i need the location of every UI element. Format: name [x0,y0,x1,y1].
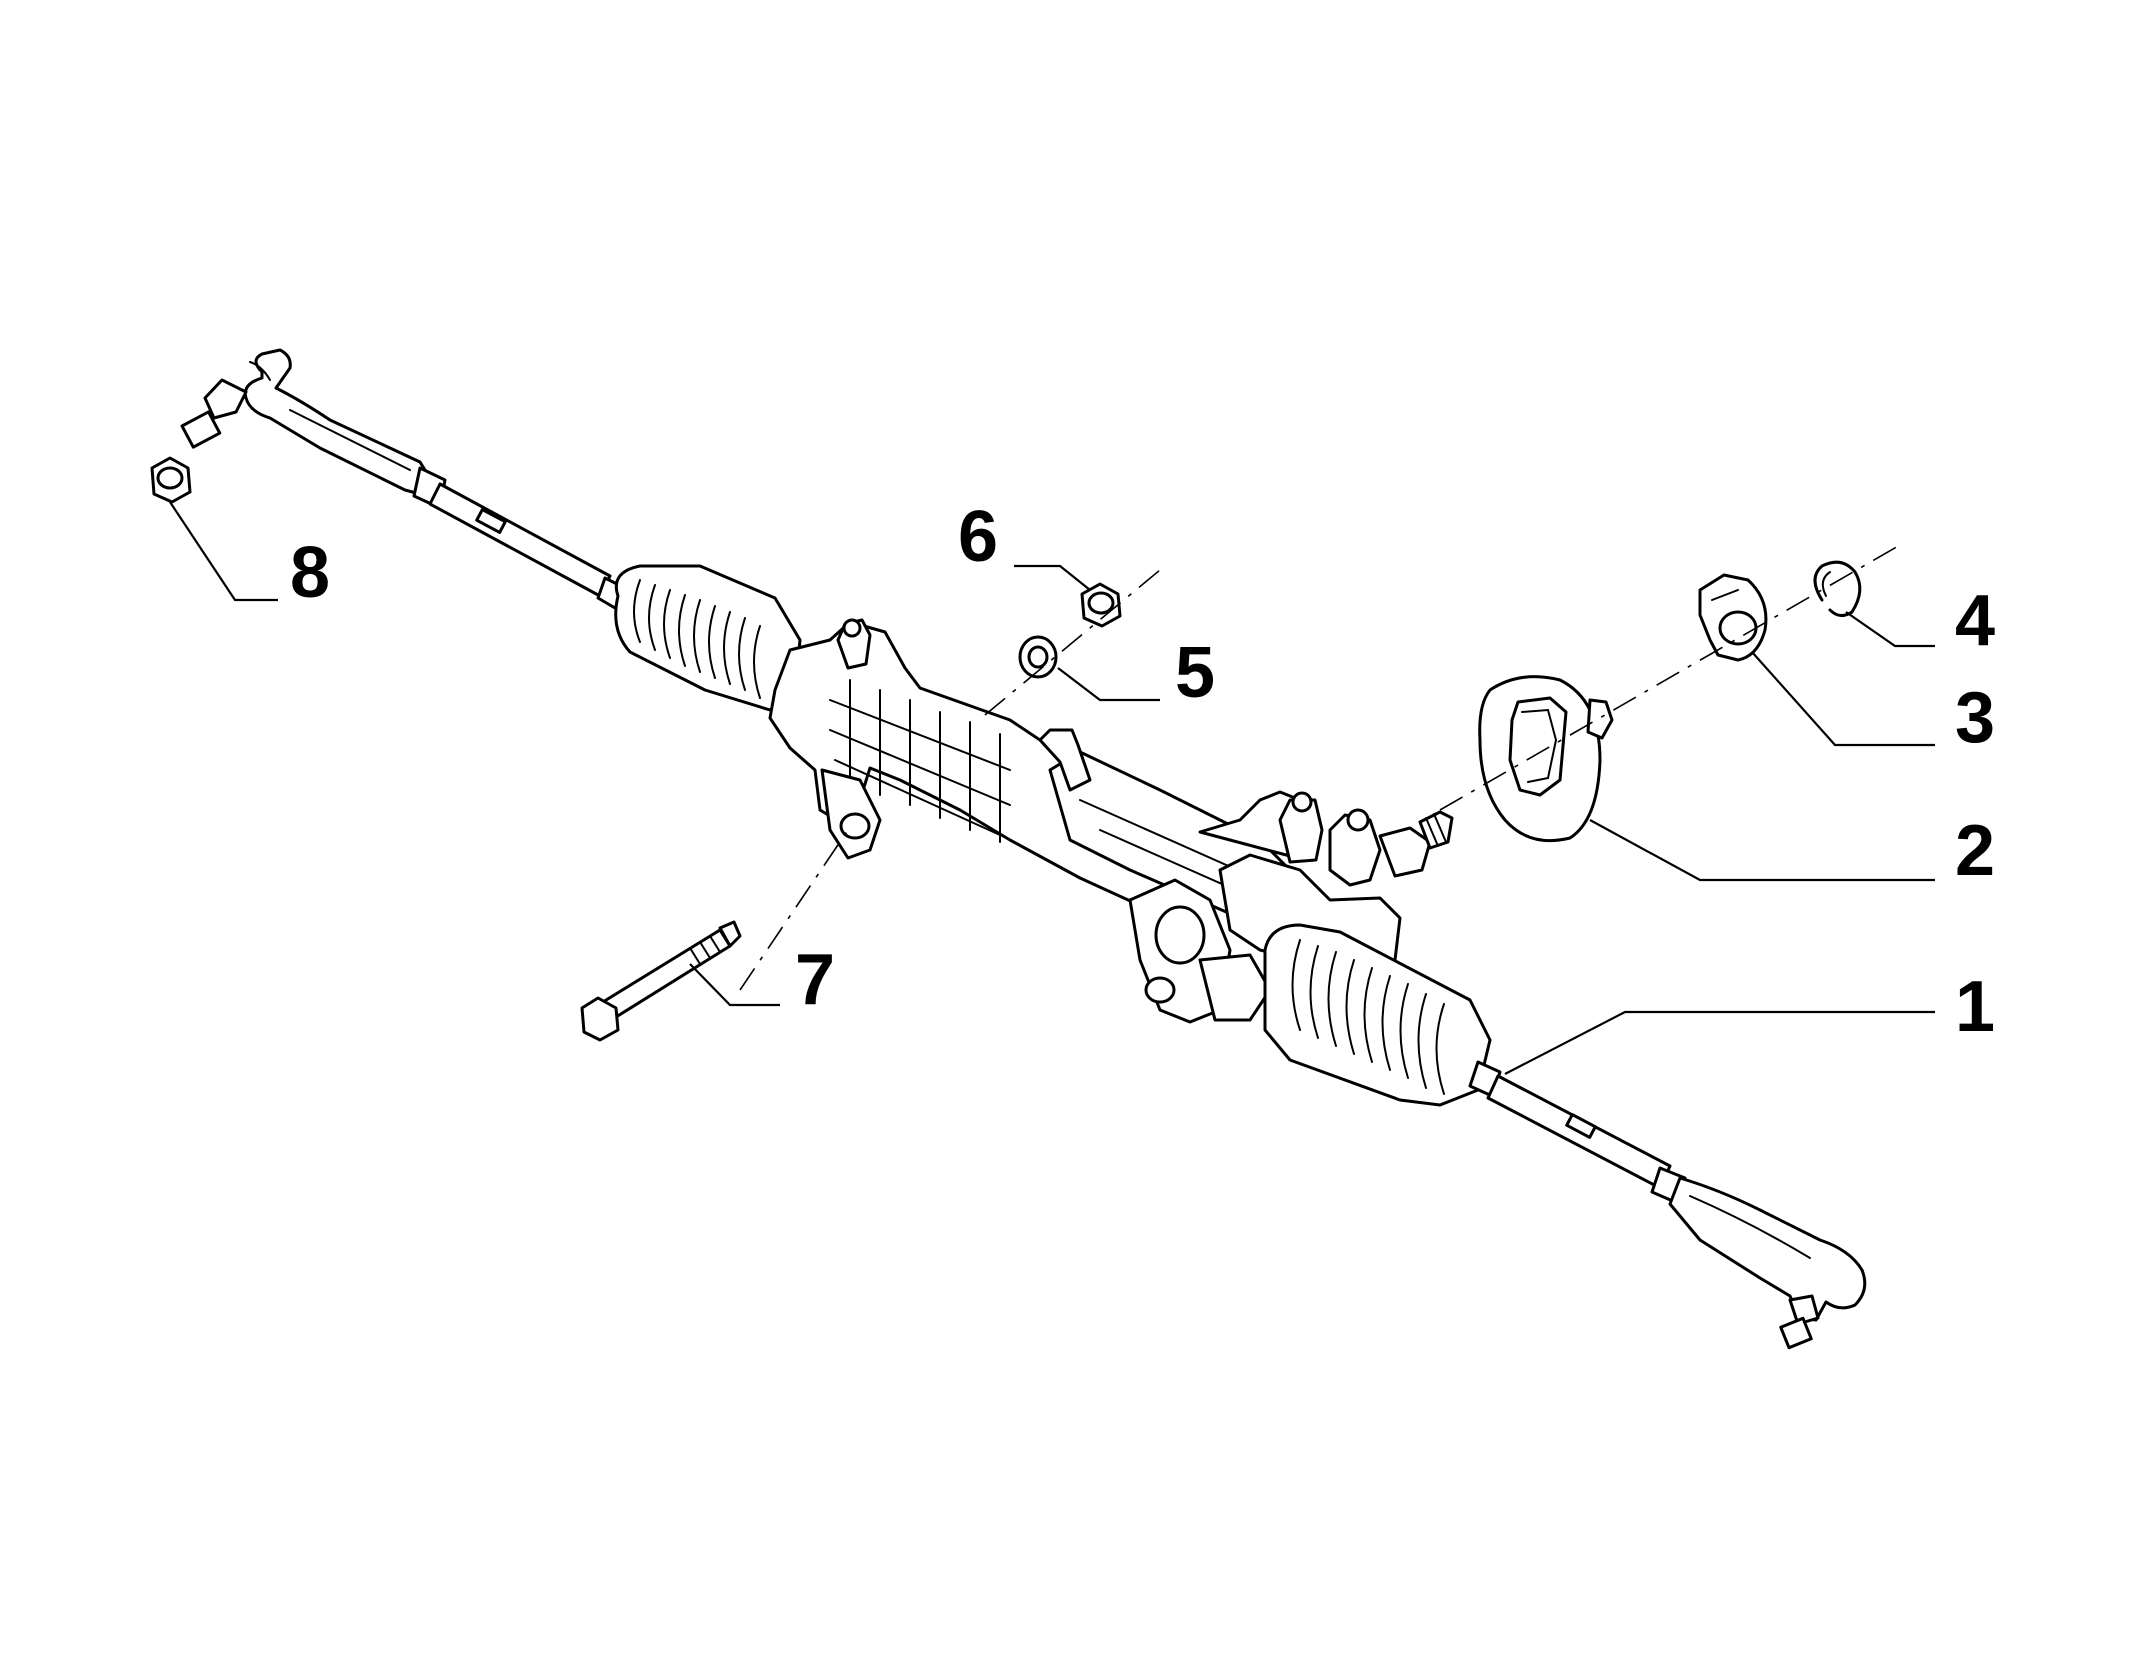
part-8-nut [150,456,192,504]
leader-4 [1845,611,1935,648]
right-bellows-boot [1263,923,1492,1107]
right-tie-rod-end [1668,1176,1867,1350]
part-5-washer [1018,635,1058,679]
left-tie-rod-end [180,348,432,496]
leader-6 [1014,564,1091,591]
callout-1: 1 [1955,967,1995,1047]
callout-5: 5 [1175,633,1215,713]
part-4-snap-ring [1813,560,1862,617]
right-inner-tie-rod [1468,1060,1687,1204]
callout-6: 6 [958,497,998,577]
leader-7 [689,963,780,1007]
steering-rack-assembly [180,348,1867,1350]
callout-4: 4 [1955,581,1995,661]
leader-2 [1589,819,1935,882]
part-2-dust-cover [1478,675,1614,843]
callout-3: 3 [1955,678,1995,758]
assembly-axes [739,544,1901,991]
part-6-nut [1080,582,1122,628]
leader-3 [1751,651,1935,747]
callout-2: 2 [1955,811,1995,891]
part-3-clip [1698,573,1768,662]
rack-housing [768,618,1308,924]
part-7-bolt [580,920,742,1042]
callout-7: 7 [795,940,835,1020]
callout-numbers: 1 2 3 4 5 6 7 8 [290,497,1995,1047]
left-bellows-boot [614,564,802,712]
leader-1 [1504,1010,1935,1075]
left-inner-tie-rod [412,466,627,610]
callout-8: 8 [290,533,330,613]
leader-8 [169,501,278,602]
leader-lines [169,501,1935,1075]
leader-5 [1057,667,1160,702]
